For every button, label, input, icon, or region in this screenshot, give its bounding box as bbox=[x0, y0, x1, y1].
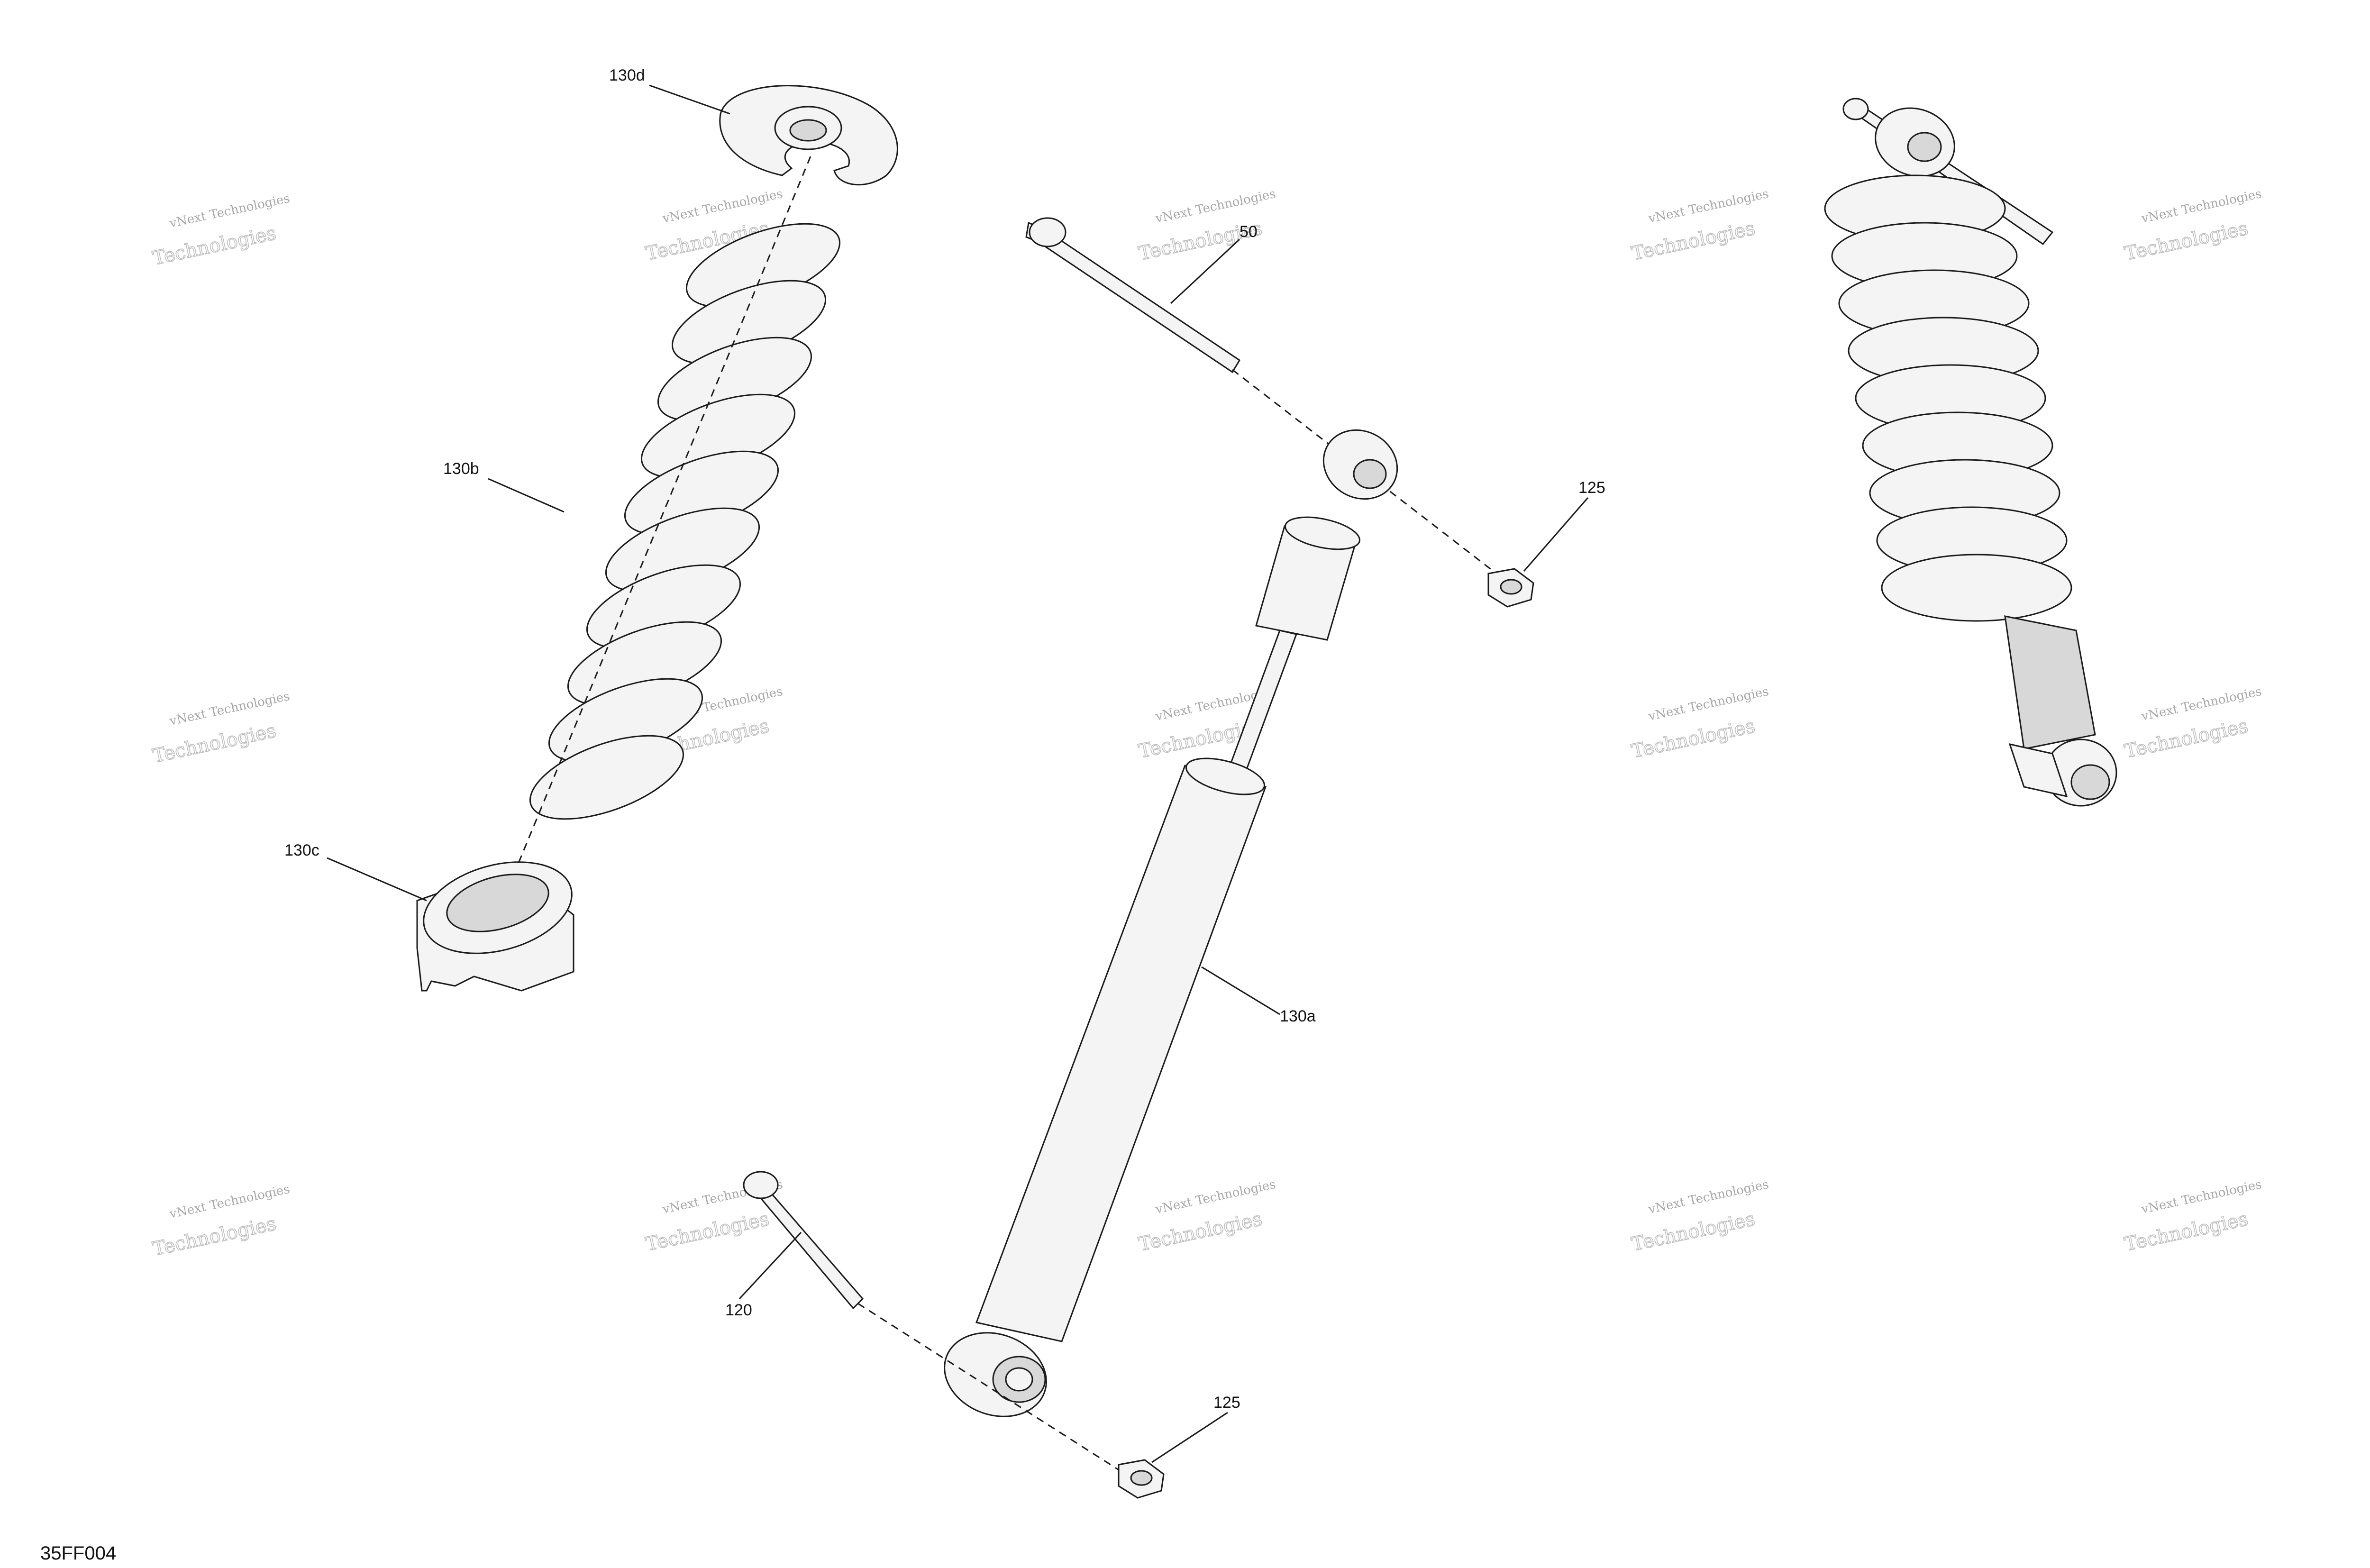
callout-130b: 130b bbox=[443, 460, 479, 478]
assembled-shock bbox=[1824, 98, 2117, 807]
watermark-text: Technologies bbox=[1630, 218, 1757, 265]
bolt-120 bbox=[743, 1171, 864, 1310]
drawing-id: 35FF004 bbox=[40, 1543, 116, 1564]
watermark-text: Technologies bbox=[2123, 218, 2250, 265]
lower-mount-axis bbox=[857, 1303, 1133, 1480]
callout-130c: 130c bbox=[284, 841, 319, 859]
leader-lines bbox=[327, 84, 1589, 1463]
watermark-text: Technologies bbox=[151, 222, 278, 270]
watermark-text: Technologies bbox=[2123, 715, 2250, 763]
nut-125-top bbox=[1487, 568, 1534, 608]
spring-retainer-130d bbox=[719, 85, 898, 186]
upper-mount-axis bbox=[1232, 369, 1503, 579]
nut-125-bottom bbox=[1118, 1459, 1165, 1499]
watermark-text: Technologies bbox=[1137, 1208, 1264, 1256]
callout-130d: 130d bbox=[609, 66, 645, 84]
callout-125-top: 125 bbox=[1578, 479, 1605, 497]
callout-50: 50 bbox=[1240, 223, 1258, 241]
watermark-text: Technologies bbox=[2123, 1208, 2250, 1256]
watermark-text: Technologies bbox=[151, 1213, 278, 1260]
callout-labels: 130d 130b 130c 50 125 130a 120 125 bbox=[284, 66, 1605, 1412]
watermark-text: Technologies bbox=[1630, 1208, 1757, 1256]
watermark-text: Technologies bbox=[1630, 715, 1757, 763]
callout-125-bottom: 125 bbox=[1213, 1394, 1240, 1412]
bolt-50 bbox=[1025, 217, 1241, 374]
watermark-text: Technologies bbox=[644, 1208, 771, 1256]
callout-120: 120 bbox=[725, 1301, 752, 1319]
watermark-text: Technologies bbox=[151, 720, 278, 767]
spring-seat-130c bbox=[416, 861, 574, 992]
callout-130a: 130a bbox=[1280, 1007, 1316, 1025]
shock-absorber-130a bbox=[944, 429, 1398, 1417]
spring-assembly-axis bbox=[516, 156, 811, 868]
